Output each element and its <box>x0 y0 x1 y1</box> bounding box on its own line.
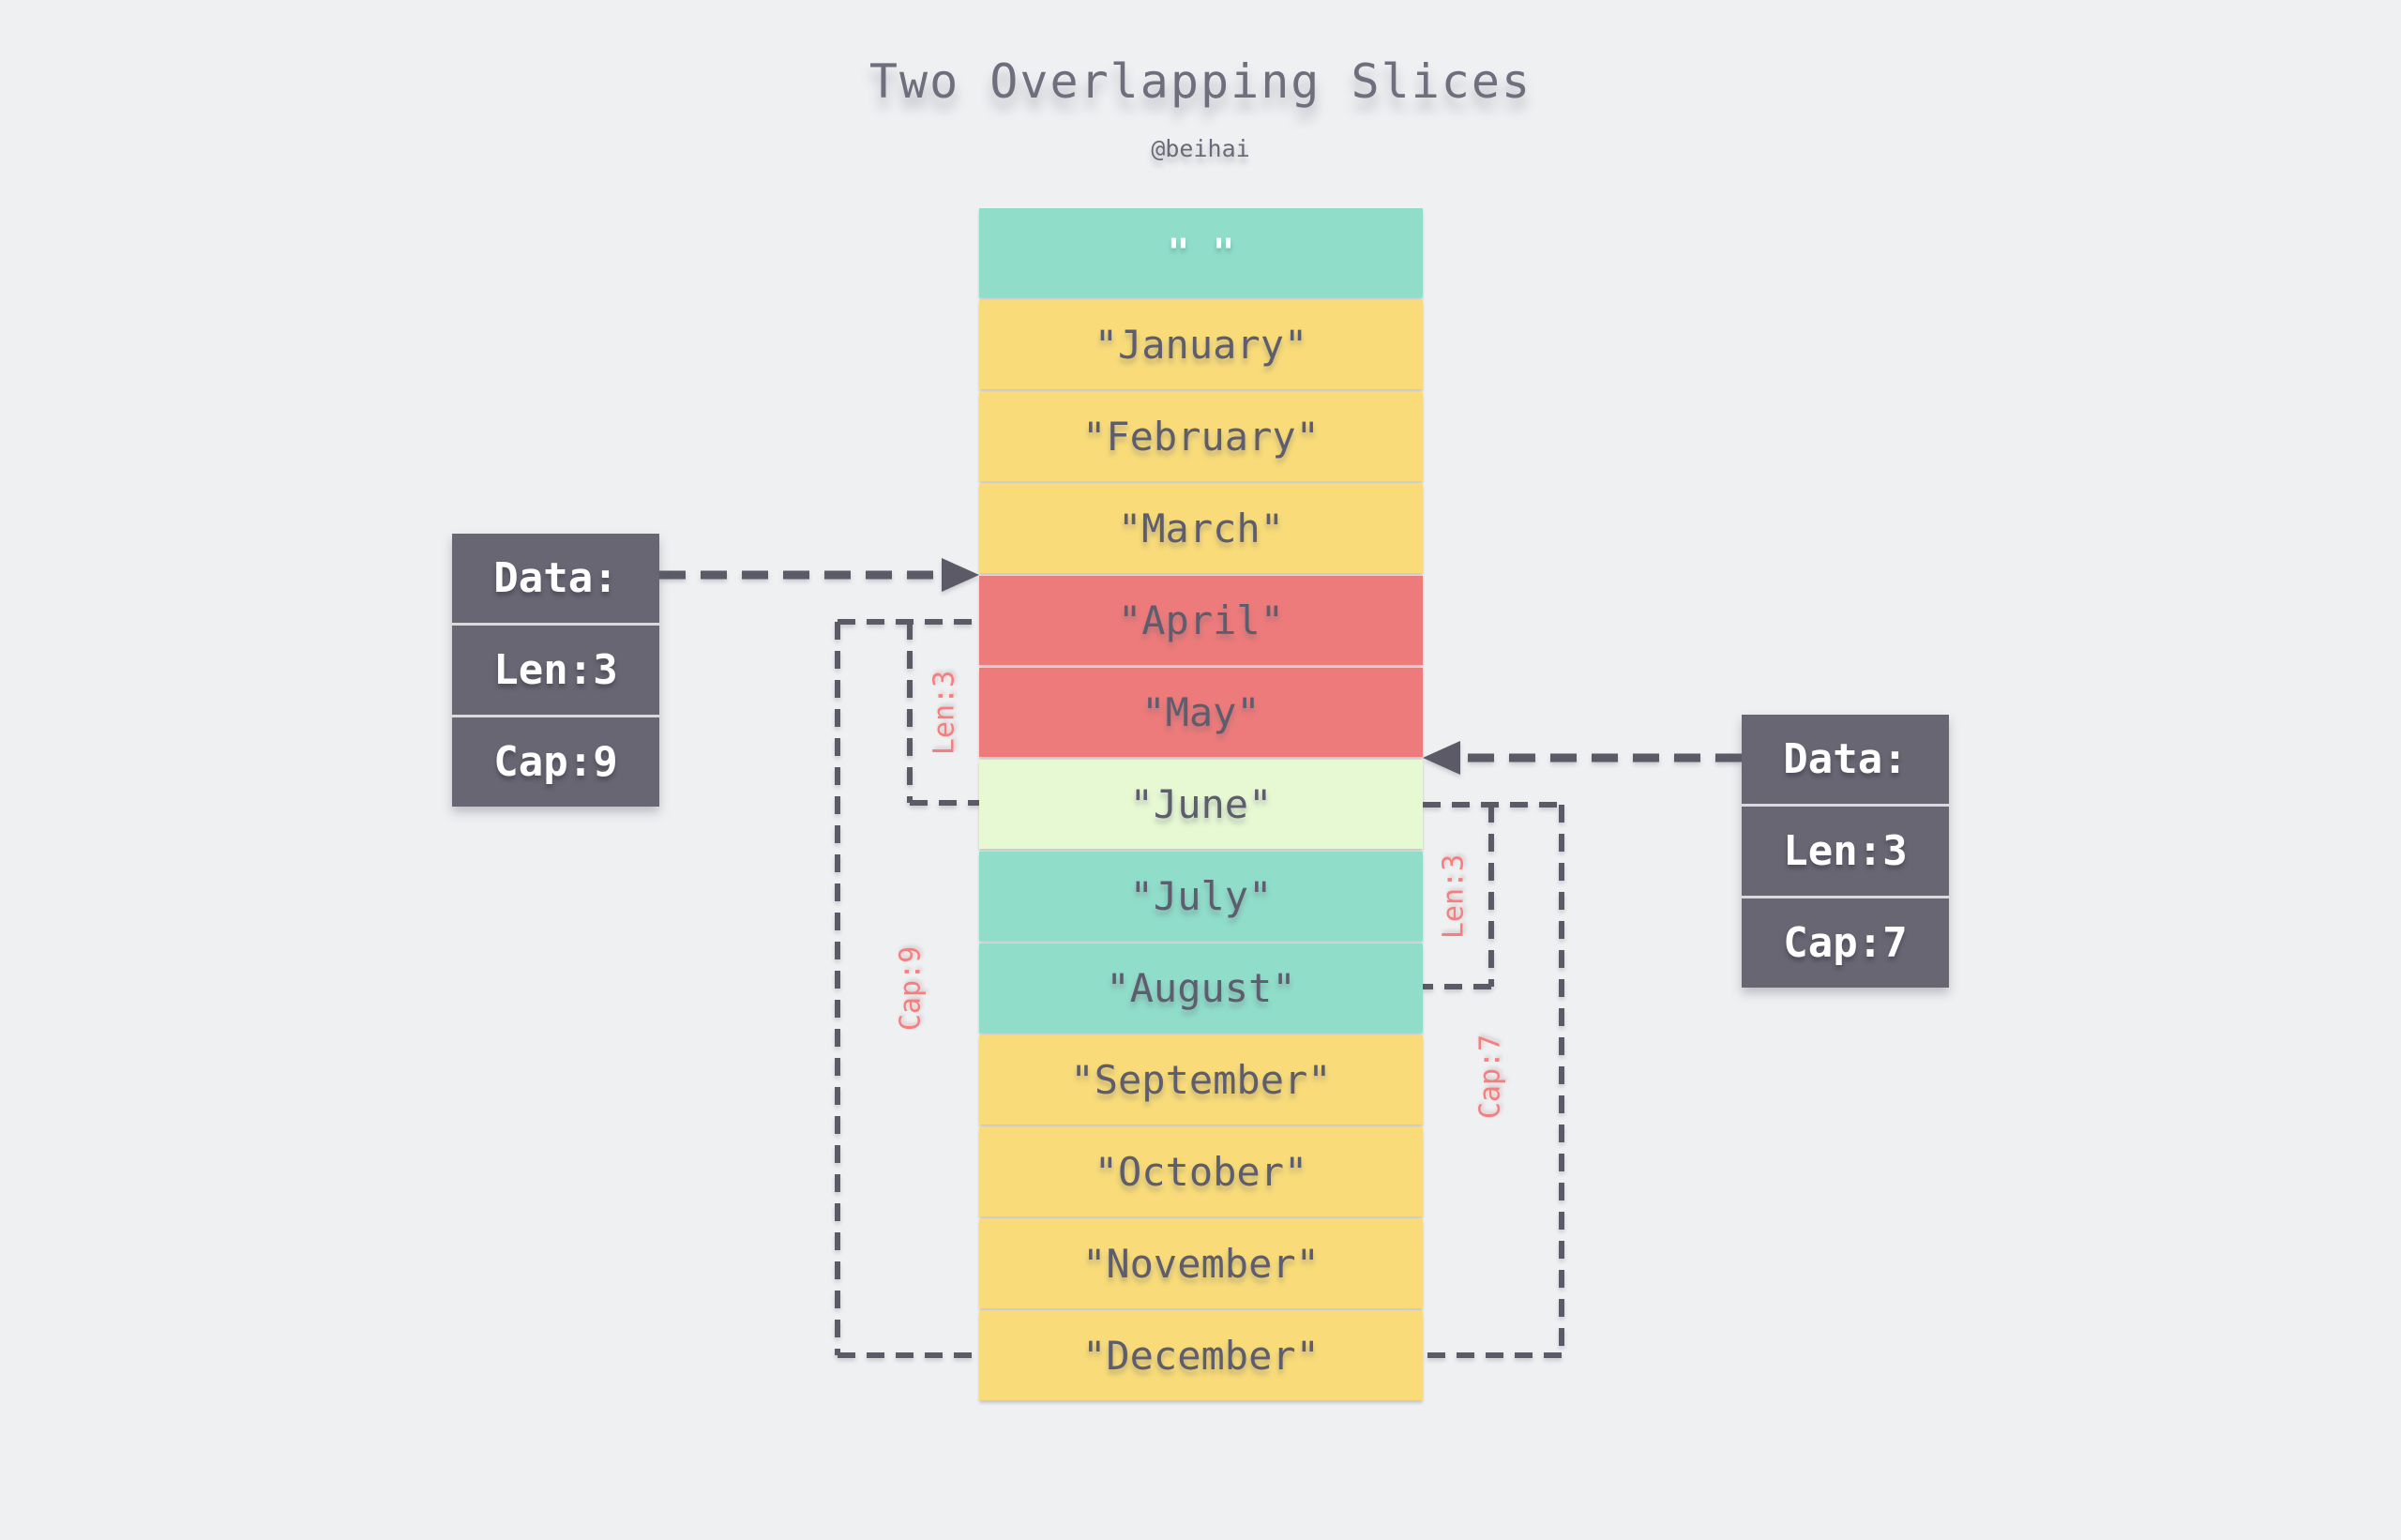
array-cell-5: "May" <box>979 668 1423 757</box>
right-slice-header: Data: Len:3 Cap:7 <box>1742 715 1949 988</box>
left-slice-data-row: Data: <box>493 554 618 602</box>
array-cell-2: "February" <box>979 392 1423 481</box>
left-cap-bracket-label: Cap:9 <box>894 945 928 1032</box>
backing-array: " " "January" "February" "March" "April"… <box>979 208 1423 1400</box>
author-credit: @beihai <box>1151 135 1250 162</box>
left-slice-header: Data: Len:3 Cap:9 <box>452 534 659 807</box>
right-slice-len-row: Len:3 <box>1742 804 1949 896</box>
right-len-bracket-label: Len:3 <box>1437 853 1471 940</box>
array-cell-7: "July" <box>979 852 1423 941</box>
page-title: Two Overlapping Slices <box>868 54 1533 109</box>
right-slice-cap-row: Cap:7 <box>1742 896 1949 988</box>
right-data-arrow-icon <box>1423 741 1742 775</box>
left-slice-cap-row: Cap:9 <box>452 715 659 807</box>
array-cell-4: "April" <box>979 576 1423 665</box>
array-cell-0: " " <box>979 208 1423 297</box>
left-slice-len-row: Len:3 <box>452 623 659 715</box>
array-cell-6: "June" <box>979 760 1423 849</box>
array-cell-10: "October" <box>979 1127 1423 1216</box>
array-cell-11: "November" <box>979 1219 1423 1308</box>
right-slice-data-row: Data: <box>1783 735 1908 783</box>
array-cell-3: "March" <box>979 484 1423 573</box>
array-cell-8: "August" <box>979 944 1423 1033</box>
right-cap-bracket-label: Cap:7 <box>1473 1034 1507 1120</box>
array-cell-12: "December" <box>979 1311 1423 1400</box>
left-data-arrow-icon <box>659 558 979 592</box>
left-len-bracket-label: Len:3 <box>928 670 961 756</box>
array-cell-9: "September" <box>979 1035 1423 1125</box>
array-cell-1: "January" <box>979 300 1423 389</box>
